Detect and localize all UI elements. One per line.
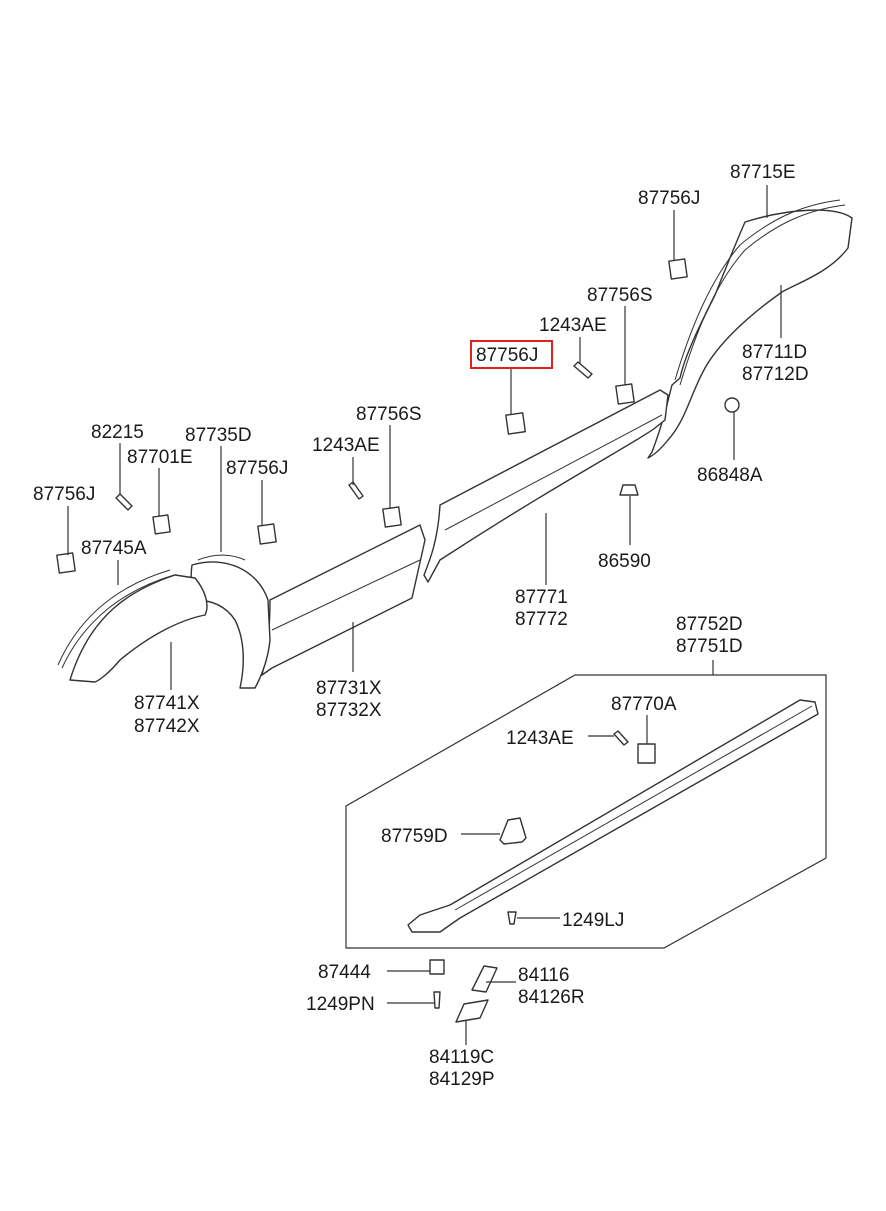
highlight-box	[470, 340, 553, 369]
pad-84116	[471, 965, 498, 993]
grommet-86848A	[724, 397, 740, 413]
screw-1249LJ	[507, 911, 517, 925]
label-1243AE-top[interactable]: 1243AE	[539, 315, 607, 336]
label-87756J-selected[interactable]: 87756J	[476, 345, 538, 366]
leader-lines	[67, 185, 782, 1045]
rear-arch-trim-strip-inner	[679, 204, 846, 386]
label-1249PN[interactable]: 1249PN	[306, 994, 375, 1015]
front-fender-extension	[190, 561, 271, 689]
label-87735D[interactable]: 87735D	[185, 425, 252, 446]
rear-wheel-arch-molding	[647, 209, 853, 459]
label-87741X[interactable]: 87741X	[134, 693, 200, 714]
clip-87756S-mid	[382, 506, 402, 528]
front-wheel-arch-molding	[69, 574, 208, 683]
label-87701E[interactable]: 87701E	[127, 447, 193, 468]
clip-87756J-left	[56, 552, 76, 574]
front-arch-trim-strip-inner	[61, 574, 175, 669]
label-87759D[interactable]: 87759D	[381, 826, 448, 847]
clip-87756S-top	[615, 383, 635, 405]
label-1243AE-box[interactable]: 1243AE	[506, 728, 574, 749]
label-87756S-top[interactable]: 87756S	[587, 285, 653, 306]
side-sill-box	[345, 674, 827, 949]
screw-1249PN	[433, 991, 441, 1009]
label-84129P[interactable]: 84129P	[429, 1069, 495, 1090]
label-1249LJ[interactable]: 1249LJ	[562, 910, 624, 931]
label-87756J-mid[interactable]: 87756J	[226, 458, 288, 479]
clip-87770A	[637, 743, 656, 764]
label-87711D[interactable]: 87711D	[742, 342, 807, 363]
label-87715E[interactable]: 87715E	[730, 162, 796, 183]
label-86848A[interactable]: 86848A	[697, 465, 763, 486]
nut-87444	[429, 959, 445, 975]
label-84126R[interactable]: 84126R	[518, 987, 585, 1008]
label-87771[interactable]: 87771	[515, 587, 568, 608]
rear-door-molding	[423, 389, 669, 583]
label-87756J-top[interactable]: 87756J	[638, 188, 700, 209]
label-82215[interactable]: 82215	[91, 422, 144, 443]
label-87742X[interactable]: 87742X	[134, 716, 200, 737]
front-fender-extension-trim	[197, 554, 246, 561]
label-87772[interactable]: 87772	[515, 609, 568, 630]
label-87752D[interactable]: 87752D	[676, 614, 743, 635]
label-87751D[interactable]: 87751D	[676, 636, 743, 657]
front-door-molding	[261, 524, 426, 676]
screw-1243AE-top	[573, 361, 593, 379]
clip-87701E	[152, 514, 171, 535]
side-sill-molding-line	[454, 705, 813, 911]
rear-door-molding-line	[444, 414, 663, 531]
clip-87756J-highlighted	[505, 412, 527, 435]
clip-87759D	[499, 817, 527, 845]
label-87756J-left[interactable]: 87756J	[33, 484, 95, 505]
label-86590[interactable]: 86590	[598, 551, 651, 572]
label-87770A[interactable]: 87770A	[611, 694, 677, 715]
label-87731X[interactable]: 87731X	[316, 678, 382, 699]
screw-1243AE-mid	[348, 481, 364, 500]
front-door-molding-line	[271, 559, 421, 631]
label-1243AE-mid[interactable]: 1243AE	[312, 435, 380, 456]
label-84119C[interactable]: 84119C	[429, 1047, 494, 1068]
label-87732X[interactable]: 87732X	[316, 700, 382, 721]
label-87712D[interactable]: 87712D	[742, 364, 809, 385]
label-87756S-mid[interactable]: 87756S	[356, 404, 422, 425]
screw-82215	[115, 493, 133, 511]
screw-1243AE-box	[613, 730, 629, 746]
label-84116[interactable]: 84116	[518, 965, 569, 986]
pin-86590	[619, 484, 639, 496]
rear-arch-trim-strip	[674, 199, 841, 381]
label-87444[interactable]: 87444	[318, 962, 371, 983]
front-arch-trim-strip	[57, 569, 171, 666]
clip-87756J-top	[668, 258, 688, 280]
pad-84119C	[455, 999, 489, 1023]
side-sill-molding	[407, 699, 819, 933]
label-87745A[interactable]: 87745A	[81, 538, 147, 559]
clip-87756J-mid	[257, 523, 277, 545]
